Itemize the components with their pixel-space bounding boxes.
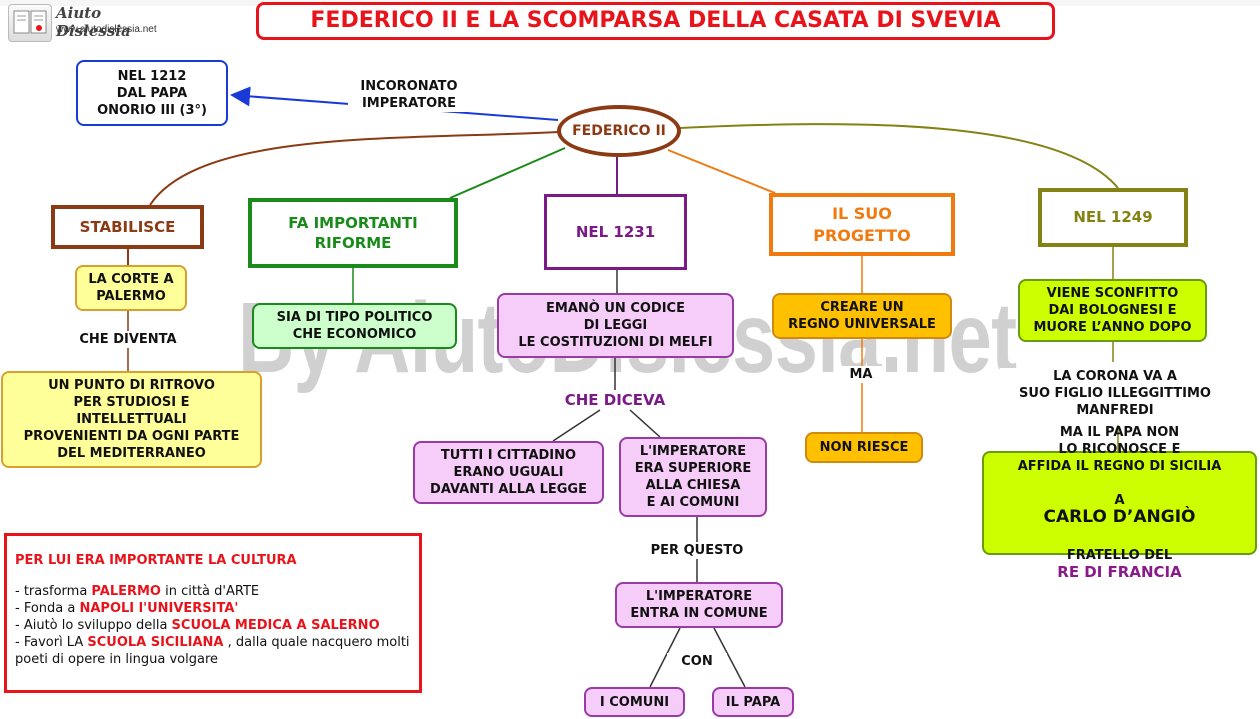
label-incoronato: INCORONATO IMPERATORE [348, 78, 470, 112]
node-comuni: I COMUNI [584, 687, 685, 717]
node-riforme: FA IMPORTANTI RIFORME [248, 198, 458, 268]
node-tipo: SIA DI TIPO POLITICO CHE ECONOMICO [252, 303, 457, 349]
edge-federico-nel1249 [679, 123, 1119, 189]
papa-non-text: MA IL PAPA NON LO RICONOSCE E AFFIDA IL … [1017, 425, 1222, 474]
node-nel1231: NEL 1231 [544, 194, 687, 270]
edge-diceva-cittadini [552, 409, 601, 442]
info-line-4: - Favorì LA SCUOLA SICILIANA , dalla qua… [15, 635, 410, 667]
book-icon [8, 4, 52, 42]
papa-non-fratello: FRATELLO DEL [1066, 548, 1173, 563]
info-line-2: - Fonda a NAPOLI l'UNIVERSITA' [15, 601, 239, 616]
node-corte: LA CORTE A PALERMO [75, 265, 187, 311]
node-imp-superiore: L'IMPERATORE ERA SUPERIORE ALLA CHIESA E… [619, 437, 767, 517]
node-papa-non: MA IL PAPA NON LO RICONOSCE E AFFIDA IL … [982, 425, 1257, 581]
info-line-1: - trasforma PALERMO in città d'ARTE [15, 584, 260, 599]
node-stabilisce: STABILISCE [51, 205, 204, 249]
info-heading: PER LUI ERA IMPORTANTE LA CULTURA [15, 553, 297, 568]
node-nel1212: NEL 1212 DAL PAPA ONORIO III (3°) [76, 60, 228, 126]
brand-logo: Aiuto Dislessia www.aiutodislessia.net [8, 4, 173, 42]
edge-diceva-impsup [629, 409, 661, 438]
label-corona: LA CORONA VA A SUO FIGLIO ILLEGGITTIMO M… [1000, 368, 1230, 419]
node-imp-comune: L'IMPERATORE ENTRA IN COMUNE [615, 582, 783, 628]
brand-url: www.aiutodislessia.net [56, 24, 157, 35]
edge-federico-riforme [449, 147, 566, 199]
culture-info-box: PER LUI ERA IMPORTANTE LA CULTURA - tras… [4, 533, 422, 693]
carlo-dangio: CARLO D’ANGIÒ [1043, 507, 1196, 527]
papa-non-a: A [1114, 493, 1125, 508]
edge-impcomune-papa [713, 627, 746, 688]
label-con: CON [667, 653, 727, 670]
node-federico: FEDERICO II [557, 105, 681, 157]
node-progetto: IL SUO PROGETTO [769, 193, 955, 256]
node-codice: EMANÒ UN CODICE DI LEGGI LE COSTITUZIONI… [497, 293, 734, 358]
edge-federico-stabilisce [149, 131, 559, 206]
node-papa: IL PAPA [712, 687, 794, 717]
info-line-3: - Aiutò lo sviluppo della SCUOLA MEDICA … [15, 618, 380, 633]
label-per-questo: PER QUESTO [635, 542, 759, 559]
label-ma: MA [837, 366, 885, 383]
papa-non-line2: A CARLO D’ANGIÒ [1043, 475, 1195, 527]
edge-impcomune-comuni [649, 627, 681, 688]
node-ritrovo: UN PUNTO DI RITROVO PER STUDIOSI E INTEL… [1, 371, 262, 468]
node-nel1249: NEL 1249 [1038, 188, 1188, 247]
node-cittadini: TUTTI I CITTADINO ERANO UGUALI DAVANTI A… [413, 441, 604, 504]
papa-non-line3: FRATELLO DEL RE DI FRANCIA [1057, 530, 1181, 582]
node-non-riesce: NON RIESCE [805, 432, 923, 463]
label-che-diceva: CHE DICEVA [553, 391, 677, 409]
node-sconfitto: VIENE SCONFITTO DAI BOLOGNESI E MUORE L’… [1018, 279, 1207, 342]
re-di-francia: RE DI FRANCIA [1057, 563, 1182, 581]
brand-name: Aiuto Dislessia [56, 4, 131, 40]
edge-federico-progetto [667, 149, 776, 194]
page-title: FEDERICO II E LA SCOMPARSA DELLA CASATA … [256, 2, 1055, 40]
label-che-diventa: CHE DIVENTA [66, 331, 190, 348]
node-regno: CREARE UN REGNO UNIVERSALE [772, 293, 952, 339]
